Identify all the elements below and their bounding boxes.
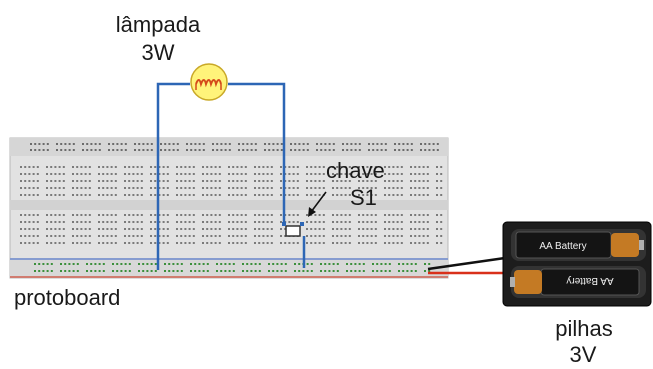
battery-cell-top (515, 231, 644, 259)
wire-right (228, 82, 286, 222)
battery-holder (502, 221, 652, 307)
breadboard (9, 137, 449, 279)
batteries-title-label: pilhas (555, 316, 613, 341)
battery-wire-black (427, 256, 506, 271)
lamp-icon (190, 63, 228, 101)
switch-name-label: S1 (350, 185, 377, 210)
lamp-power-label: 3W (141, 40, 175, 65)
wire-left (156, 82, 190, 270)
battery-cell-top-label: AA Battery (539, 241, 586, 252)
breadboard-label: protoboard (14, 285, 121, 310)
lamp-title-label: lâmpada (115, 12, 201, 37)
breadboard-holes (20, 143, 443, 272)
switch-arrow-icon (308, 191, 327, 217)
battery-cell-bottom-label: AA Battery (566, 275, 613, 286)
switch-icon (282, 222, 304, 237)
battery-cell-bottom (510, 268, 640, 296)
switch-title-label: chave (326, 158, 385, 183)
batteries-voltage-label: 3V (569, 342, 597, 367)
